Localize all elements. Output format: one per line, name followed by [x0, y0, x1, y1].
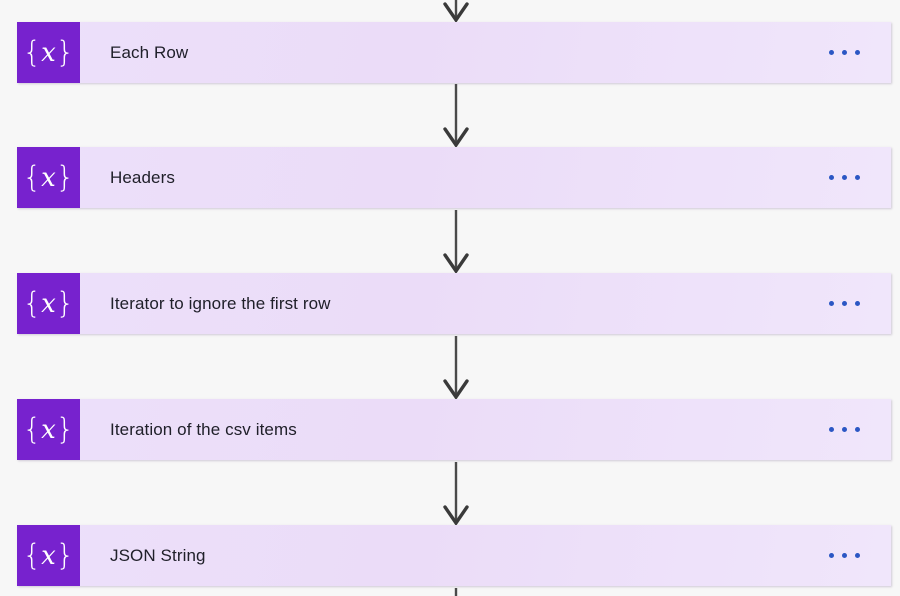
variable-icon: {x}: [17, 147, 80, 208]
flow-step-title: Iteration of the csv items: [110, 419, 297, 439]
ellipsis-dot: [841, 553, 847, 558]
connector-arrow-top: [443, 0, 469, 24]
flow-step-title: JSON String: [110, 545, 206, 565]
flow-step-title: Iterator to ignore the first row: [110, 293, 331, 313]
ellipsis-dot: [854, 553, 860, 558]
ellipsis-dot: [828, 427, 834, 432]
ellipsis-dot: [854, 301, 860, 306]
more-options-icon[interactable]: [811, 399, 891, 460]
connector-arrow-1: [443, 84, 469, 149]
more-options-icon[interactable]: [811, 525, 891, 586]
more-options-icon[interactable]: [811, 147, 891, 208]
connector-arrow-4: [443, 462, 469, 527]
ellipsis-dot: [828, 301, 834, 306]
flow-step-title: Each Row: [110, 42, 189, 62]
ellipsis-dot: [841, 50, 847, 55]
variable-icon: {x}: [17, 399, 80, 460]
more-options-icon[interactable]: [811, 22, 891, 83]
ellipsis-dot: [828, 553, 834, 558]
variable-icon: {x}: [17, 22, 80, 83]
flow-step-card[interactable]: {x} Iteration of the csv items: [17, 399, 891, 460]
variable-icon: {x}: [17, 525, 80, 586]
ellipsis-dot: [828, 50, 834, 55]
flow-step-card[interactable]: {x} Each Row: [17, 22, 891, 83]
variable-icon: {x}: [17, 273, 80, 334]
more-options-icon[interactable]: [811, 273, 891, 334]
flow-step-card[interactable]: {x} Headers: [17, 147, 891, 208]
ellipsis-dot: [841, 301, 847, 306]
ellipsis-dot: [828, 175, 834, 180]
ellipsis-dot: [841, 175, 847, 180]
connector-arrow-3: [443, 336, 469, 401]
ellipsis-dot: [841, 427, 847, 432]
ellipsis-dot: [854, 175, 860, 180]
ellipsis-dot: [854, 50, 860, 55]
flow-step-card[interactable]: {x} Iterator to ignore the first row: [17, 273, 891, 334]
flow-step-title: Headers: [110, 167, 175, 187]
ellipsis-dot: [854, 427, 860, 432]
flow-step-card[interactable]: {x} JSON String: [17, 525, 891, 586]
connector-arrow-2: [443, 210, 469, 275]
